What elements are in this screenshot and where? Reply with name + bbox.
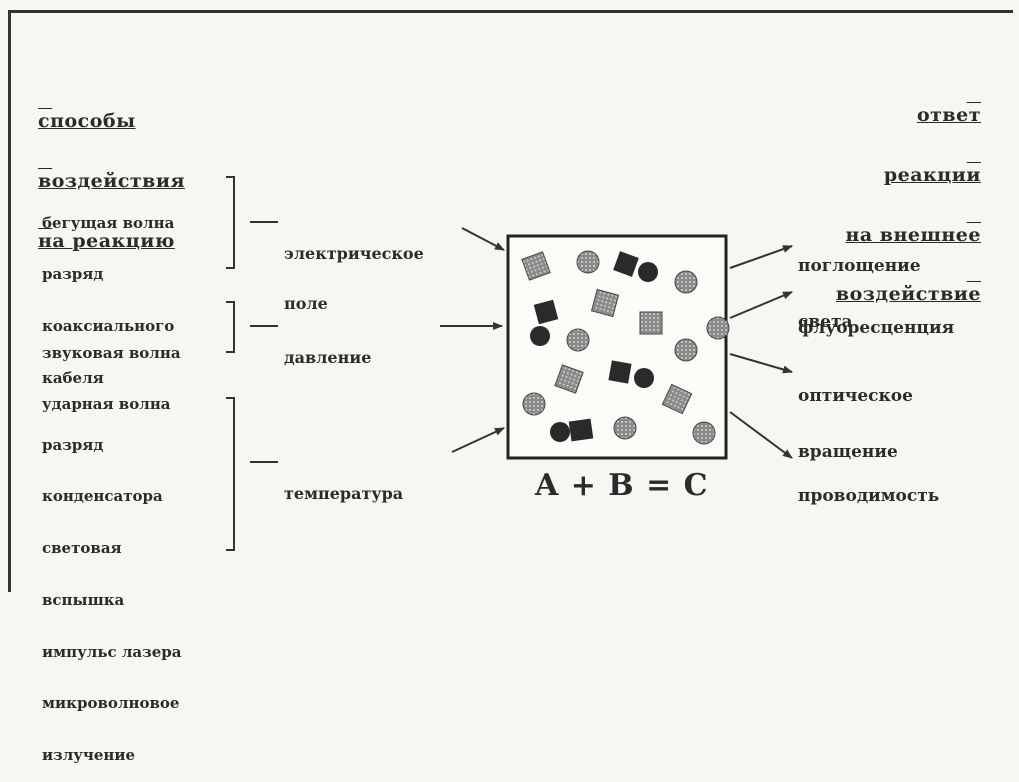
particle-circle xyxy=(675,339,697,361)
particle-circle xyxy=(523,393,545,415)
arrow-box-to-optical-rotation xyxy=(730,354,792,372)
particle-circle xyxy=(693,422,715,444)
arrow-box-to-absorption xyxy=(730,246,792,268)
source-item: импульс лазера xyxy=(42,644,181,661)
source-item: микроволновое xyxy=(42,695,181,712)
diagram-graphics xyxy=(0,0,1019,592)
arrow-electric-to-box xyxy=(462,228,504,250)
particle-circle xyxy=(567,329,589,351)
source-item: вспышка xyxy=(42,592,181,609)
particle-circle xyxy=(675,271,697,293)
particle-dark-circle xyxy=(530,326,550,346)
particle-dark-square xyxy=(569,419,594,442)
arrow-box-to-fluorescence xyxy=(730,292,792,318)
particle-dark-circle xyxy=(638,262,658,282)
arrow-box-to-conductivity xyxy=(730,412,792,458)
bracket-electric xyxy=(226,177,234,268)
arrow-temperature-to-box xyxy=(452,428,504,452)
bracket-temperature xyxy=(226,398,234,550)
particle-dark-circle xyxy=(634,368,654,388)
particle-square xyxy=(640,312,662,334)
source-item: излучение xyxy=(42,747,181,764)
particle-circle xyxy=(707,317,729,339)
particle-circle xyxy=(577,251,599,273)
particle-dark-circle xyxy=(550,422,570,442)
bracket-pressure xyxy=(226,302,234,352)
particle-circle xyxy=(614,417,636,439)
particle-dark-square xyxy=(608,360,631,383)
